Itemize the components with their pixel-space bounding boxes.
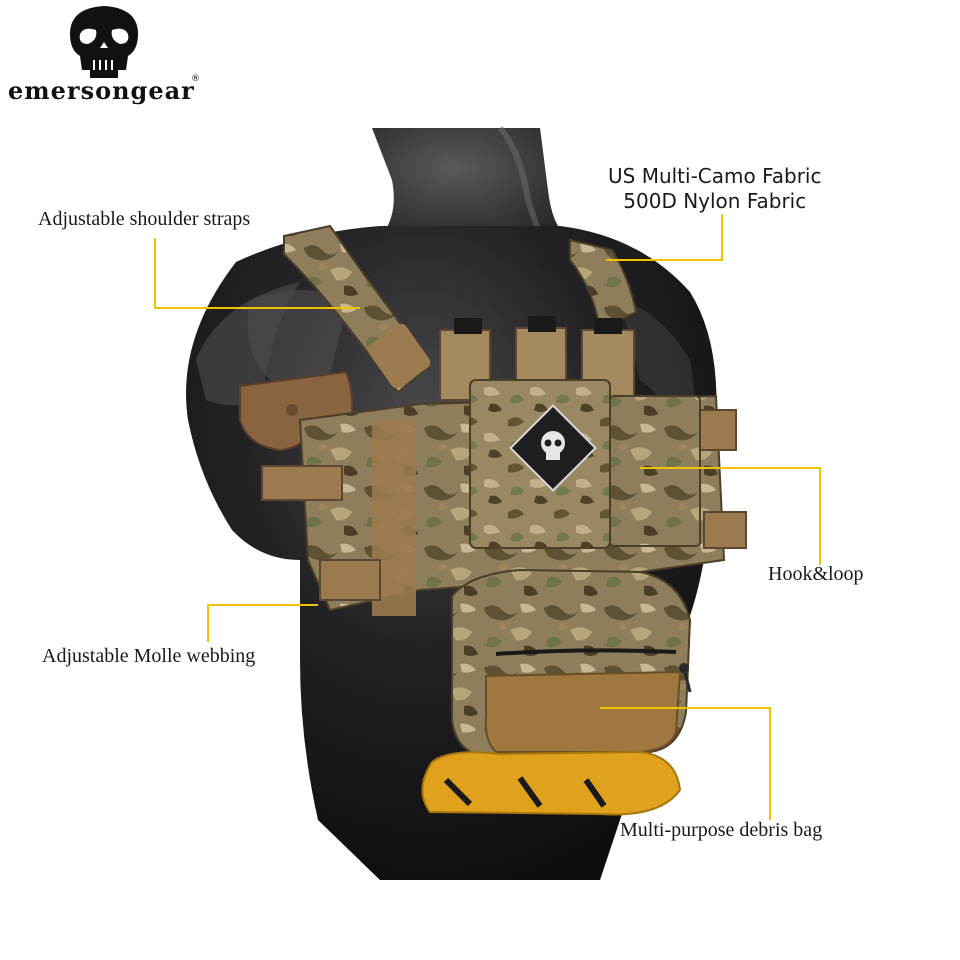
chest-rig-panel	[261, 316, 747, 616]
callout-lines	[154, 214, 821, 820]
yellow-fabric	[421, 750, 682, 816]
skull-patch-icon	[509, 404, 597, 492]
callout-debris-bag: Multi-purpose debris bag	[620, 819, 823, 841]
callout-line-debris	[600, 707, 771, 820]
callout-line-molle	[207, 604, 318, 642]
callout-shoulder-straps: Adjustable shoulder straps	[38, 208, 251, 230]
callout-line-shoulder	[154, 238, 360, 309]
registered-mark: ®	[191, 74, 200, 84]
callout-fabric-line1: US Multi-Camo Fabric	[608, 164, 822, 188]
callout-fabric: US Multi-Camo Fabric 500D Nylon Fabric	[608, 164, 822, 214]
brand-logo	[8, 4, 204, 114]
callout-line-fabric	[606, 214, 723, 261]
brand-name: emersongear	[8, 76, 195, 105]
skull-logo-icon	[70, 6, 138, 78]
callout-line-hook	[640, 467, 821, 565]
callout-fabric-line2: 500D Nylon Fabric	[623, 189, 807, 213]
debris-bag	[451, 568, 692, 758]
callout-molle-webbing: Adjustable Molle webbing	[42, 645, 256, 667]
callout-hook-loop: Hook&loop	[768, 563, 864, 585]
